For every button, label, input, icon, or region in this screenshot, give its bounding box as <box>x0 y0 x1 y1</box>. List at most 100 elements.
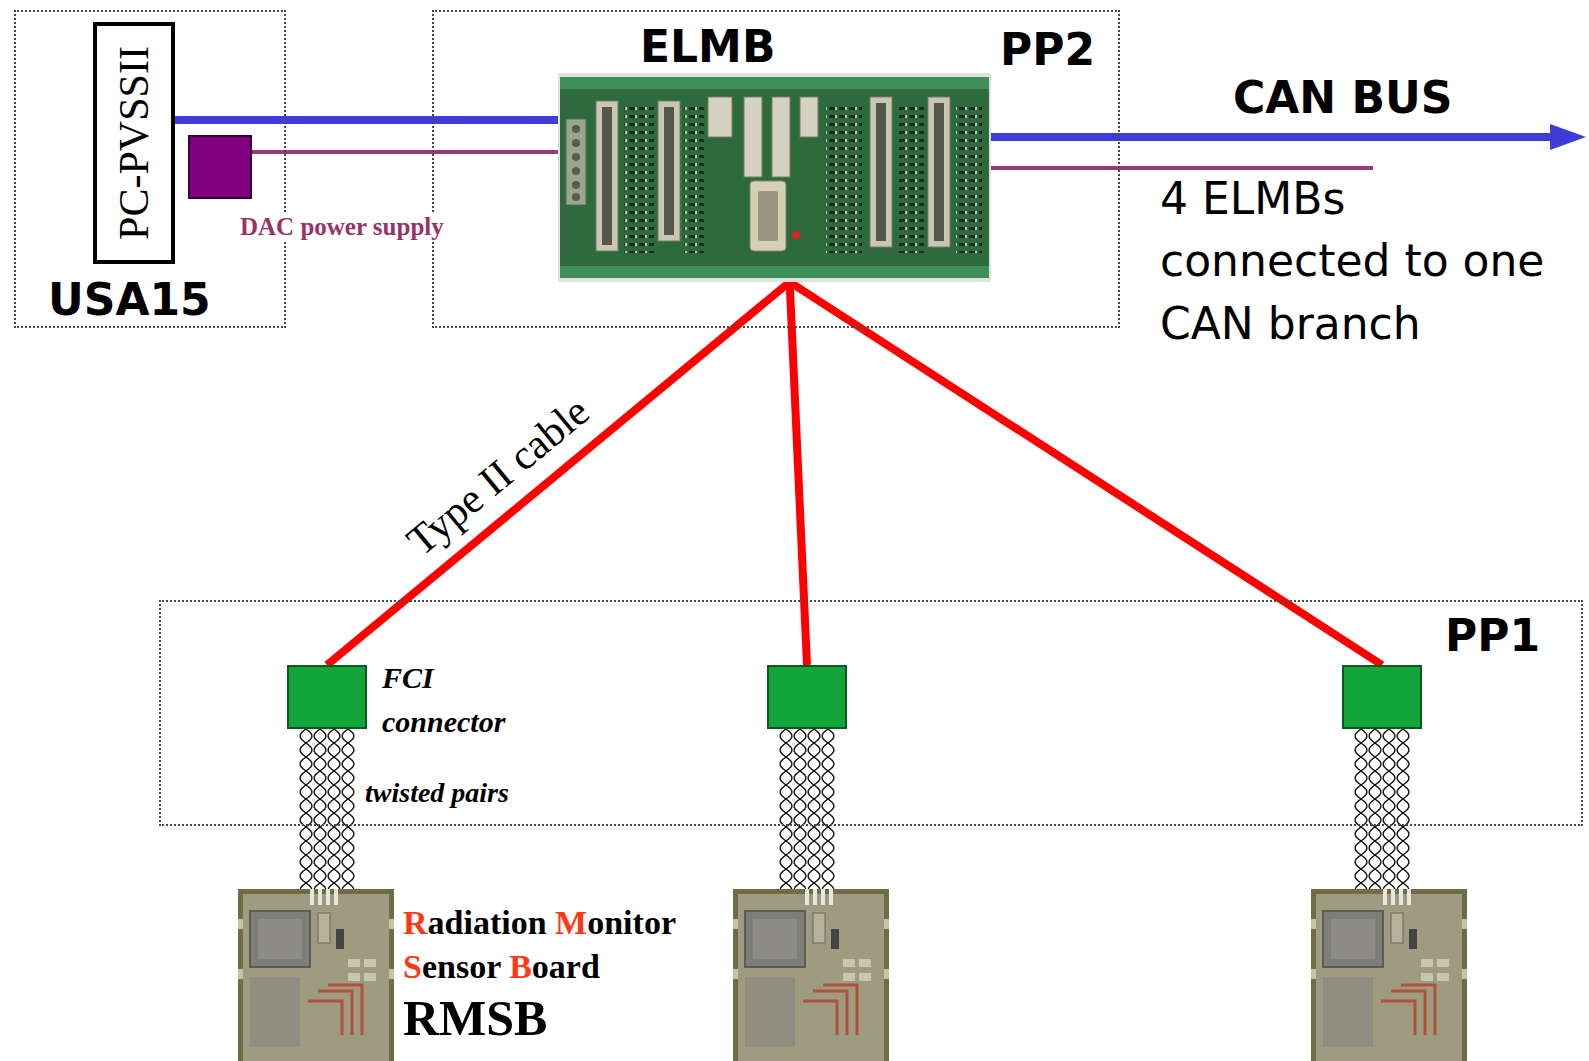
wire-strand <box>794 729 806 889</box>
wire-strand <box>1369 729 1381 889</box>
computer-label: PC-PVSSII <box>113 46 155 240</box>
illustration-part <box>1407 889 1411 905</box>
illustration-part <box>238 969 243 979</box>
bus-label: CAN BUS <box>1233 74 1452 122</box>
illustration-part <box>238 889 394 1061</box>
wire-strand <box>1355 729 1367 889</box>
illustration-part <box>572 193 580 201</box>
wire-strand <box>780 729 792 889</box>
illustration-part <box>1437 973 1449 981</box>
illustration-part <box>803 985 857 1035</box>
illustration-part <box>826 103 862 253</box>
illustration-part <box>336 929 344 949</box>
illustration-part <box>745 911 805 967</box>
illustration-part <box>1462 969 1467 979</box>
illustration-part <box>1381 985 1435 1035</box>
illustration-part <box>1421 973 1433 981</box>
illustration-part <box>250 911 310 967</box>
illustration-part <box>1316 894 1462 1061</box>
wire-strand <box>822 729 834 889</box>
illustration-part <box>813 889 817 905</box>
illustration-part <box>750 181 786 251</box>
twisted-pair-bundle <box>1355 729 1409 889</box>
illustration-part <box>1421 959 1433 967</box>
bundle-label: twisted pairs <box>365 778 509 809</box>
illustration-part <box>1311 919 1316 929</box>
data-line <box>175 116 558 124</box>
wire-strand <box>1397 729 1409 889</box>
cable-label: Type II cable <box>399 388 599 564</box>
illustration-part <box>753 919 797 959</box>
illustration-part <box>1311 889 1467 1061</box>
wire-strand <box>314 729 326 889</box>
illustration-part <box>859 973 871 981</box>
can-bus-line <box>991 133 1556 141</box>
illustration-part <box>389 969 394 979</box>
illustration-part <box>243 894 389 1061</box>
illustration-part <box>1383 889 1387 905</box>
illustration-part <box>560 77 989 89</box>
illustration-part <box>560 77 989 278</box>
illustration-part <box>1323 911 1383 967</box>
wire-strand <box>328 729 340 889</box>
illustration-part <box>772 97 790 177</box>
illustration-part <box>843 973 855 981</box>
illustration-part <box>1323 977 1373 1047</box>
illustration-part <box>348 973 360 981</box>
wire-strand <box>1355 729 1367 889</box>
sensor-board-name: Radiation Monitor Sensor Board <box>403 901 713 989</box>
sensor-board <box>733 889 889 1061</box>
connector-label: FCI connector <box>382 656 547 743</box>
illustration-part <box>238 919 243 929</box>
connector-box <box>1342 665 1422 729</box>
patch-panel-box: PP2ELMB <box>432 10 1120 328</box>
illustration-part <box>708 97 732 137</box>
wire-strand <box>342 729 354 889</box>
wire-strand <box>1383 729 1395 889</box>
location-box: USA15PC-PVSSIIDAC power supply <box>14 10 286 328</box>
patch-panel-label: PP1 <box>1445 612 1540 660</box>
illustration-part <box>348 959 360 967</box>
illustration-part <box>831 929 839 949</box>
illustration-part <box>870 97 892 247</box>
illustration-part <box>326 889 330 905</box>
location-label: USA15 <box>48 276 211 324</box>
illustration-part <box>572 125 580 133</box>
illustration-part <box>733 919 738 929</box>
illustration-part <box>558 73 991 282</box>
elmb-board-photo <box>558 73 991 282</box>
illustration-part <box>843 959 855 967</box>
illustration-part <box>745 977 795 1047</box>
wire-strand <box>300 729 312 889</box>
bus-note: 4 ELMBs connected to one CAN branch <box>1160 168 1582 355</box>
illustration-part <box>250 977 300 1047</box>
illustration-part <box>744 97 762 177</box>
illustration-part <box>1437 959 1449 967</box>
illustration-part <box>364 959 376 967</box>
illustration-part <box>884 919 889 929</box>
illustration-part <box>560 266 989 278</box>
illustration-part <box>821 889 825 905</box>
power-line <box>991 166 1373 170</box>
sensor-board <box>1311 889 1467 1061</box>
illustration-part <box>800 97 818 137</box>
wire-strand <box>300 729 312 889</box>
illustration-part <box>876 103 886 241</box>
illustration-part <box>884 969 889 979</box>
illustration-part <box>956 103 982 253</box>
illustration-part <box>389 919 394 929</box>
illustration-part <box>572 139 580 147</box>
illustration-part <box>1409 929 1417 949</box>
illustration-part <box>792 231 800 239</box>
wire-strand <box>1397 729 1409 889</box>
illustration-part <box>318 889 322 905</box>
patch-panel-label: PP2 <box>1000 26 1095 74</box>
illustration-part <box>1331 919 1375 959</box>
connector-box <box>767 665 847 729</box>
illustration-part <box>758 191 778 241</box>
illustration-part <box>733 889 889 1061</box>
initial-letter: R <box>403 904 428 941</box>
illustration-part <box>572 181 580 189</box>
wire-strand <box>808 729 820 889</box>
illustration-part <box>1391 889 1395 905</box>
